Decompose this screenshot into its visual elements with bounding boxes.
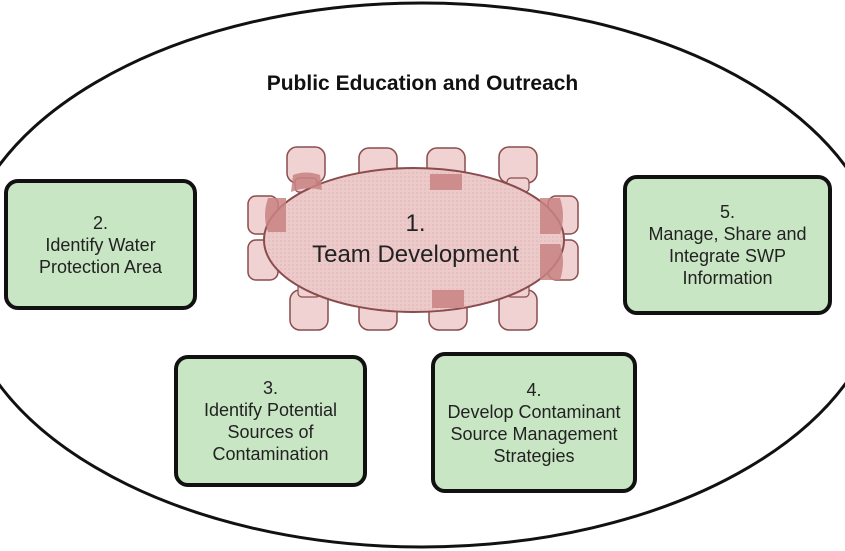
step-number: 3. <box>262 378 278 398</box>
center-step-label: 1. Team Development <box>288 208 543 270</box>
step-line: Information <box>682 268 773 288</box>
step-line: Identify Potential <box>203 400 338 420</box>
step-line: Contamination <box>212 444 329 464</box>
conference-table-icon <box>247 146 579 331</box>
step-line: Develop Contaminant <box>447 401 621 422</box>
step-number: 5. <box>719 202 735 222</box>
step-line: Strategies <box>493 445 575 466</box>
step-5-box: 5. Manage, Share and Integrate SWP Infor… <box>623 175 832 315</box>
step-2-box: 2. Identify Water Protection Area <box>4 179 197 310</box>
step-line: Integrate SWP <box>668 246 787 266</box>
step-label: Team Development <box>312 241 519 268</box>
step-number: 2. <box>92 212 108 233</box>
page-title: Public Education and Outreach <box>266 72 579 95</box>
table-top <box>263 167 565 313</box>
step-line: Source Management <box>450 423 618 444</box>
step-line: Manage, Share and <box>648 224 807 244</box>
step-number: 4. <box>526 379 542 400</box>
step-line: Identify Water <box>45 234 156 255</box>
step-line: Sources of <box>227 422 314 442</box>
step-line: Protection Area <box>38 256 163 277</box>
step-4-box: 4. Develop Contaminant Source Management… <box>431 352 637 493</box>
step-number: 1. <box>405 210 426 237</box>
step-3-box: 3. Identify Potential Sources of Contami… <box>174 355 367 487</box>
